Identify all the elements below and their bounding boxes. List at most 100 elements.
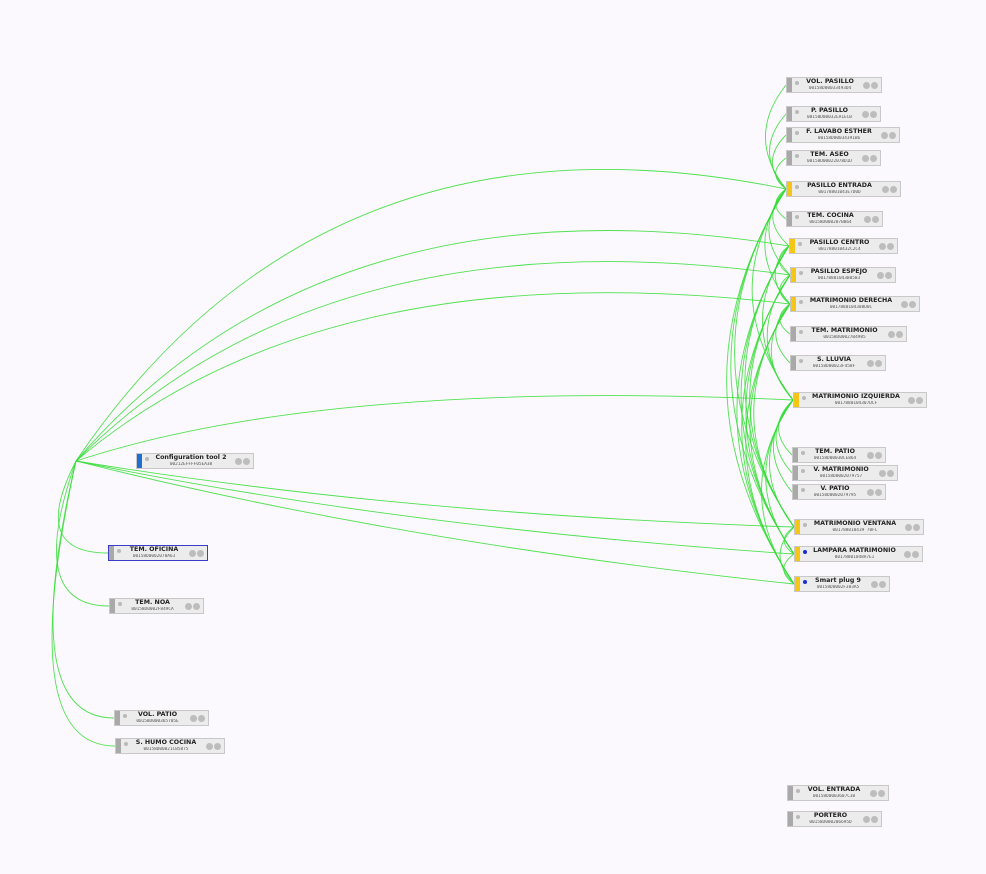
node-action-button[interactable] <box>887 470 894 477</box>
status-dot <box>801 469 805 473</box>
node-vol-patio[interactable]: VOL. PATIO 00158D000365705E <box>114 710 209 726</box>
node-action-button[interactable] <box>190 715 197 722</box>
node-action-button[interactable] <box>875 360 882 367</box>
node-action-button[interactable] <box>864 216 871 223</box>
node-name: MATRIMONIO VENTANA <box>813 520 897 527</box>
node-action-button[interactable] <box>863 816 870 823</box>
node-action-button[interactable] <box>185 603 192 610</box>
link-matrimonio_derecha-lampara_matrimonio <box>749 303 795 555</box>
link-matrimonio_izquierda-lampara_matrimonio <box>765 399 795 555</box>
node-action-button[interactable] <box>863 82 870 89</box>
node-lampara-matrimonio[interactable]: LAMPARA MATRIMONIO 00178801048A7E1 <box>794 546 923 562</box>
node-configuration-tool-2[interactable]: Configuration tool 2 00212EFFFF05EA38 <box>136 453 254 469</box>
node-action-button[interactable] <box>912 551 919 558</box>
node-action-button[interactable] <box>872 216 879 223</box>
node-address: 00158D00021CB5875 <box>143 747 189 752</box>
node-action-button[interactable] <box>879 243 886 250</box>
node-address: 00158D00023F458F <box>812 364 856 369</box>
node-buttons <box>184 603 200 610</box>
node-matrimonio-derecha[interactable]: MATRIMONIO DERECHA 0017880104308D0C <box>790 296 920 312</box>
node-action-button[interactable] <box>908 397 915 404</box>
node-action-button[interactable] <box>913 524 920 531</box>
node-action-button[interactable] <box>905 524 912 531</box>
node-buttons <box>234 458 250 465</box>
node-action-button[interactable] <box>881 132 888 139</box>
link-pasillo_centro-matrimonio_derecha <box>774 245 791 305</box>
node-tem-aseo[interactable]: TEM. ASEO 00158D00022078D1D <box>786 150 881 166</box>
link-pasillo_espejo-smart_plug <box>741 274 795 585</box>
node-f-lavabo-esther[interactable]: F. LAVABO ESTHER 00158D00034391B6 <box>786 127 900 143</box>
node-tem-cocina[interactable]: TEM. COCINA 00158D000207BB64 <box>786 211 883 227</box>
node-tem-matrimonio[interactable]: TEM. MATRIMONIO 00158D00027B4985 <box>790 326 907 342</box>
node-action-button[interactable] <box>206 743 213 750</box>
node-action-button[interactable] <box>875 452 882 459</box>
node-v-patio[interactable]: V. PATIO 00158D0002079795 <box>792 484 886 500</box>
node-address: 00158D00032EA1ECB <box>807 115 852 120</box>
node-action-button[interactable] <box>870 790 877 797</box>
node-action-button[interactable] <box>888 331 895 338</box>
node-pasillo-entrada[interactable]: PASILLO ENTRADA 00178801043E7D0D <box>786 181 901 197</box>
status-dot <box>798 242 802 246</box>
node-pasillo-espejo[interactable]: PASILLO ESPEJO 00178801043B0583 <box>790 267 896 283</box>
node-pasillo-centro[interactable]: PASILLO CENTRO 001788010432C2C4 <box>789 238 898 254</box>
node-action-button[interactable] <box>879 470 886 477</box>
node-action-button[interactable] <box>214 743 221 750</box>
node-action-button[interactable] <box>916 397 923 404</box>
node-smart-plug-9[interactable]: Smart plug 9 00158D0002F383A5 <box>794 576 890 592</box>
node-vol-entrada[interactable]: VOL. ENTRADA 00158D0003607C30 <box>787 785 889 801</box>
node-action-button[interactable] <box>243 458 250 465</box>
node-action-button[interactable] <box>882 186 889 193</box>
node-tem-oficina[interactable]: TEM. OFICINA 00158D0002078A63 <box>108 545 208 561</box>
node-v-matrimonio[interactable]: V. MATRIMONIO 00158D0002079757 <box>792 465 898 481</box>
node-action-button[interactable] <box>885 272 892 279</box>
node-action-button[interactable] <box>862 155 869 162</box>
link-pasillo_entrada-vol_pasillo <box>764 84 787 190</box>
node-tem-patio[interactable]: TEM. PATIO 00158D00030CE864 <box>792 447 886 463</box>
node-vol-pasillo[interactable]: VOL. PASILLO 00158D00033493D4 <box>786 77 882 93</box>
node-action-button[interactable] <box>890 186 897 193</box>
node-address: 00158D000206695D <box>809 820 852 825</box>
node-action-button[interactable] <box>887 243 894 250</box>
coordinator-bar <box>137 454 142 468</box>
node-portero[interactable]: PORTERO 00158D000206695D <box>787 811 882 827</box>
node-action-button[interactable] <box>896 331 903 338</box>
node-action-button[interactable] <box>871 581 878 588</box>
node-buttons <box>862 816 878 823</box>
node-tem-noa[interactable]: TEM. NOA 00158D0002F849CA <box>109 598 204 614</box>
node-action-button[interactable] <box>871 82 878 89</box>
node-name: MATRIMONIO IZQUIERDA <box>812 393 900 400</box>
node-action-button[interactable] <box>904 551 911 558</box>
node-p-pasillo[interactable]: P. PASILLO 00158D00032EA1ECB <box>786 106 881 122</box>
node-action-button[interactable] <box>871 816 878 823</box>
node-s-lluvia[interactable]: S. LLUVIA 00158D00023F458F <box>790 355 886 371</box>
link-coord-pasillo_centro <box>75 230 790 462</box>
node-action-button[interactable] <box>193 603 200 610</box>
node-action-button[interactable] <box>862 111 869 118</box>
router-bar <box>790 239 795 253</box>
node-s-humo-cocina[interactable]: S. HUMO COCINA 00158D00021CB5875 <box>115 738 225 754</box>
node-action-button[interactable] <box>875 489 882 496</box>
node-action-button[interactable] <box>197 550 204 557</box>
node-name: PASILLO CENTRO <box>809 239 870 246</box>
node-action-button[interactable] <box>189 550 196 557</box>
node-action-button[interactable] <box>879 581 886 588</box>
node-action-button[interactable] <box>878 790 885 797</box>
node-action-button[interactable] <box>867 452 874 459</box>
node-action-button[interactable] <box>889 132 896 139</box>
node-address: 00158D0002079795 <box>813 493 857 498</box>
node-name: PASILLO ENTRADA <box>807 182 872 189</box>
node-action-button[interactable] <box>909 301 916 308</box>
node-matrimonio-ventana[interactable]: MATRIMONIO VENTANA 001788010439 70FC <box>794 519 924 535</box>
link-coord-tem_noa <box>56 460 110 607</box>
node-action-button[interactable] <box>870 111 877 118</box>
node-action-button[interactable] <box>901 301 908 308</box>
node-action-button[interactable] <box>235 458 242 465</box>
end-device-bar <box>787 151 792 165</box>
node-action-button[interactable] <box>867 489 874 496</box>
node-action-button[interactable] <box>870 155 877 162</box>
node-action-button[interactable] <box>867 360 874 367</box>
node-action-button[interactable] <box>198 715 205 722</box>
node-action-button[interactable] <box>877 272 884 279</box>
node-matrimonio-izquierda[interactable]: MATRIMONIO IZQUIERDA 0017880104307DCF <box>793 392 927 408</box>
